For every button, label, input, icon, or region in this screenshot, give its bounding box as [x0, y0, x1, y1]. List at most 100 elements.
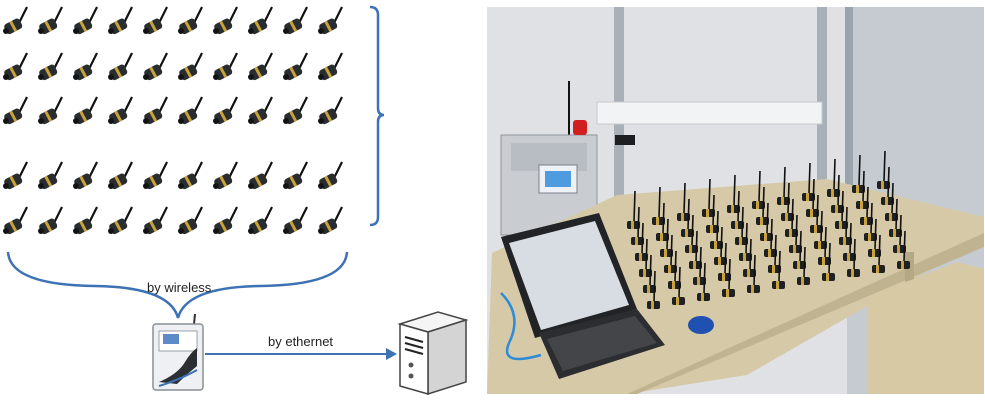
testbed-photo [487, 7, 984, 394]
sensor-node-icon [108, 206, 133, 235]
photo-boxes-under-table [867, 262, 984, 394]
photo-sensor-node [664, 234, 677, 273]
sensor-node-icon [283, 96, 308, 125]
grid-right-brace [369, 5, 385, 227]
sensor-node-icon [213, 206, 238, 235]
sensor-node-icon [283, 6, 308, 35]
photo-sensor-node [760, 202, 773, 241]
wireless-link-brace [6, 251, 349, 323]
sensor-node-icon [178, 206, 203, 235]
photo-sensor-node [877, 150, 890, 189]
sensor-node-icon [248, 206, 273, 235]
ethernet-link-arrowhead [386, 348, 397, 360]
sensor-node-icon [143, 161, 168, 190]
photo-sensor-node [827, 158, 840, 197]
sensor-node-icon [283, 206, 308, 235]
photo-sensor-node [868, 218, 881, 257]
photo-sensor-node [631, 206, 644, 245]
photo-sensor-node [710, 210, 723, 249]
sensor-node-icon [3, 161, 28, 190]
sensor-node-icon [318, 161, 343, 190]
sensor-node-icon [143, 6, 168, 35]
sensor-node-icon [38, 161, 63, 190]
sensor-node-icon [108, 6, 133, 35]
photo-sensor-node [635, 222, 648, 261]
photo-mouse [688, 316, 714, 334]
sensor-node-icon [38, 6, 63, 35]
photo-sensor-node [731, 190, 744, 229]
sensor-node-icon [108, 161, 133, 190]
photo-sensor-node [856, 170, 869, 209]
photo-sensor-array [627, 150, 910, 309]
photo-sensor-node [872, 234, 885, 273]
photo-sensor-node [656, 202, 669, 241]
sensor-node-icon [73, 6, 98, 35]
gateway-device [152, 313, 204, 391]
sensor-node-icon [73, 52, 98, 81]
photo-cable-tray [596, 101, 823, 125]
photo-red-warning-light [573, 120, 587, 135]
photo-sensor-node [847, 238, 860, 277]
system-diagram: by wireless by ethernet [3, 5, 469, 396]
sensor-node-icon [248, 6, 273, 35]
photo-sensor-node [889, 198, 902, 237]
photo-sensor-node [785, 198, 798, 237]
photo-sensor-node [739, 222, 752, 261]
sensor-node-icon [38, 96, 63, 125]
photo-sensor-node [818, 226, 831, 265]
photo-sensor-node [781, 182, 794, 221]
photo-sensor-node [647, 270, 660, 309]
sensor-node-icon [38, 206, 63, 235]
photo-sensor-node [797, 246, 810, 285]
photo-sensor-node [627, 190, 640, 229]
sensor-node-icon [318, 6, 343, 35]
photo-sensor-node [668, 250, 681, 289]
photo-sensor-node [802, 162, 815, 201]
photo-sensor-node [677, 182, 690, 221]
sensor-node-icon [318, 52, 343, 81]
photo-sensor-node [860, 186, 873, 225]
photo-sensor-node [756, 186, 769, 225]
sensor-node-icon [178, 161, 203, 190]
photo-sensor-node [831, 174, 844, 213]
sensor-node-icon [143, 96, 168, 125]
photo-network-cable [500, 292, 542, 361]
photo-sensor-node [897, 230, 910, 269]
photo-sensor-node [822, 242, 835, 281]
photo-sensor-node [789, 214, 802, 253]
sensor-node-icon [283, 52, 308, 81]
photo-sensor-node [697, 262, 710, 301]
photo-sensor-node [893, 214, 906, 253]
sensor-node-icon [143, 206, 168, 235]
sensor-node-icon [178, 6, 203, 35]
sensor-node-icon [3, 6, 28, 35]
sensor-node-icon [318, 206, 343, 235]
photo-sensor-node [881, 166, 894, 205]
photo-sensor-node [718, 242, 731, 281]
photo-sensor-node [706, 194, 719, 233]
sensor-node-icon [178, 52, 203, 81]
photo-table-edge [627, 233, 984, 394]
sensor-node-icon [213, 52, 238, 81]
photo-sensor-node [793, 230, 806, 269]
sensor-node-icon [248, 52, 273, 81]
sensor-node-icon [73, 96, 98, 125]
sensor-node-icon [178, 96, 203, 125]
photo-sensor-node [810, 194, 823, 233]
photo-sensor-node [702, 178, 715, 217]
sensor-node-icon [283, 161, 308, 190]
photo-sensor-node [743, 238, 756, 277]
photo-sensor-node [852, 154, 865, 193]
photo-sensor-node [839, 206, 852, 245]
sensor-node-icon [143, 52, 168, 81]
sensor-node-grid [3, 6, 343, 235]
photo-laptop [501, 213, 665, 379]
ethernet-label: by ethernet [268, 334, 333, 349]
photo-sensor-node [722, 258, 735, 297]
sensor-node-icon [213, 96, 238, 125]
photo-sensor-node [764, 218, 777, 257]
server-icon [397, 311, 469, 396]
photo-sensor-node [681, 198, 694, 237]
sensor-node-icon [3, 52, 28, 81]
sensor-node-icon [248, 161, 273, 190]
